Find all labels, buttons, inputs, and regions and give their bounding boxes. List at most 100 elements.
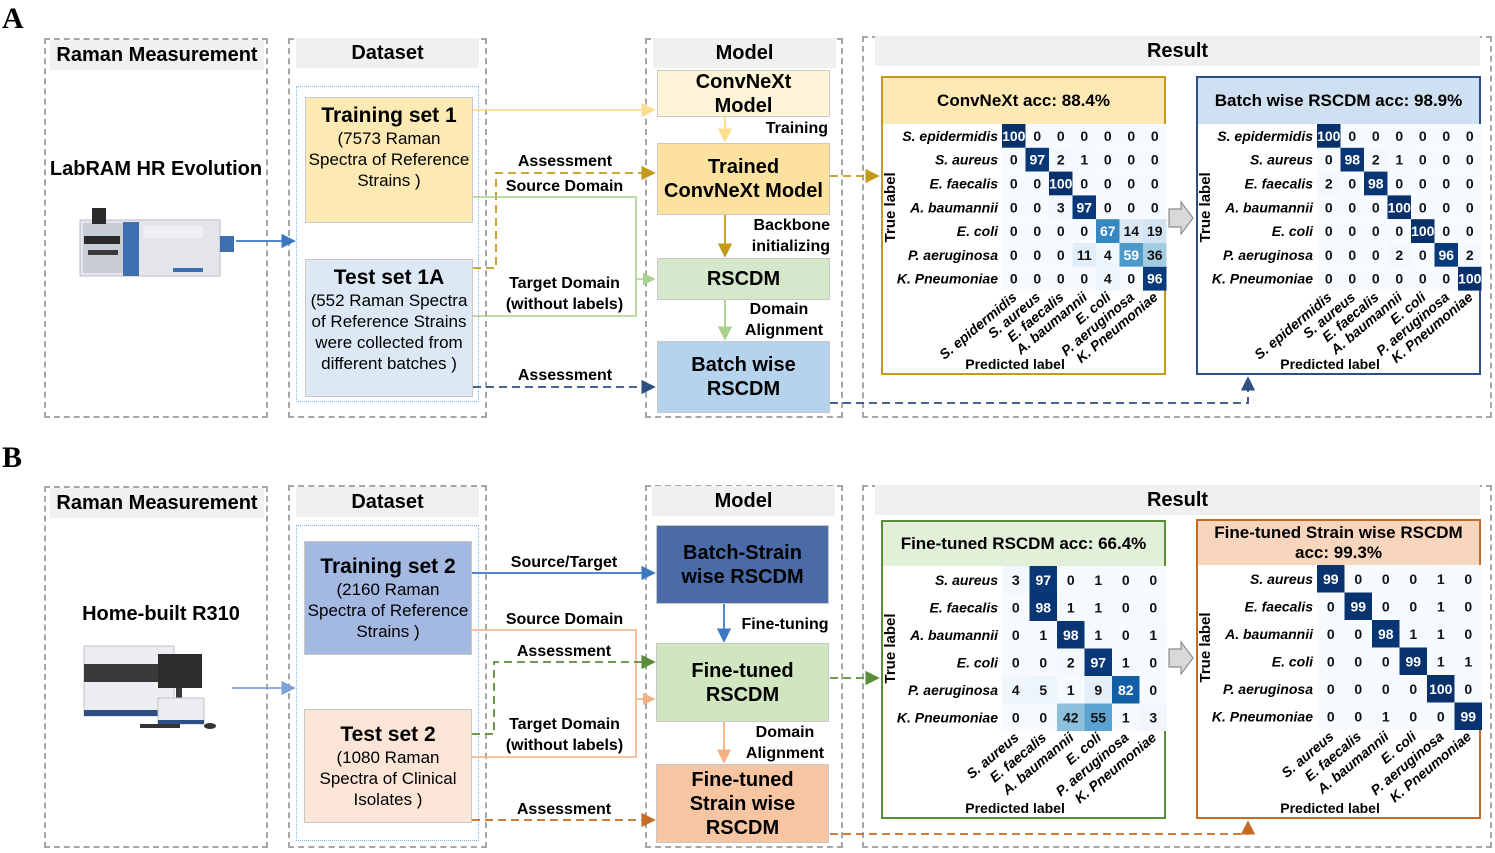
cm-cell-value: 0 [1409, 571, 1417, 587]
cm-cell [1049, 195, 1073, 220]
training-set-2-desc-line: Strains ) [356, 621, 420, 641]
cm-cell-value: 9 [1094, 682, 1102, 698]
cm-cell-value: 0 [1151, 176, 1159, 192]
cm-cell-value: 0 [1325, 247, 1333, 263]
test-set-2-box[interactable]: Test set 2 (1080 Raman Spectra of Clinic… [304, 709, 472, 823]
cm-cell-value: 0 [1039, 709, 1047, 725]
cm-cell-value: 0 [1354, 626, 1362, 642]
training-set-2-box[interactable]: Training set 2 (2160 Raman Spectra of Re… [304, 541, 472, 655]
cm-cell [1364, 124, 1388, 148]
cm-cell-value: 0 [1325, 223, 1333, 239]
cm-cell [1434, 266, 1458, 291]
training-set-2-desc-line: (2160 Raman [336, 579, 440, 599]
box-line: Batch wise [691, 354, 796, 376]
target-domain-label-a-1: Target Domain [509, 275, 620, 292]
cm-row-label: E. faecalis [1245, 176, 1314, 192]
instrument-name-a: LabRAM HR Evolution [49, 158, 263, 180]
cm-cell [1084, 566, 1112, 594]
cm-cell [1143, 219, 1167, 243]
cm-cell [1072, 243, 1096, 267]
cm-cell [1458, 147, 1482, 172]
cm-cell [1387, 195, 1411, 220]
cm-cell [1084, 703, 1112, 731]
convnext-model-box[interactable]: ConvNeXt Model [657, 70, 830, 117]
model-header-b: Model [652, 486, 835, 516]
cm-row-label: S. aureus [935, 152, 998, 168]
cm-cell-value: 0 [1395, 176, 1403, 192]
box-line: Strain wise [689, 792, 796, 815]
cm-cell-value: 1 [1122, 709, 1130, 725]
cm-cell-value: 0 [1033, 199, 1041, 215]
cm-cell-value: 3 [1012, 572, 1020, 588]
fine-tuned-rscdm-box[interactable]: Fine-tuned RSCDM [656, 643, 829, 722]
cm-cell [1139, 703, 1167, 731]
cm-xlabel: Predicted label [1280, 800, 1380, 816]
dataset-header-a: Dataset [296, 38, 479, 68]
source-domain-label-b: Source Domain [505, 611, 624, 628]
cm-cell-value: 2 [1057, 152, 1065, 168]
cm-cell [1049, 147, 1073, 172]
cm-cell-value: 0 [1039, 654, 1047, 670]
cm-cell-value: 0 [1127, 152, 1135, 168]
cm-cell [1458, 219, 1482, 243]
cm-cell [1434, 219, 1458, 243]
cm-cell [1387, 219, 1411, 243]
raman-measurement-frame-b [44, 486, 268, 848]
cm-cell [1372, 675, 1400, 703]
labram-instrument-image [79, 208, 234, 277]
cm-cell [1112, 703, 1140, 731]
cm-cell-value: 0 [1122, 572, 1130, 588]
cm-row-label: S. aureus [1250, 152, 1313, 168]
trained-convnext-model-box[interactable]: Trained ConvNeXt Model [657, 143, 830, 215]
cm-cell-value: 96 [1147, 271, 1163, 287]
box-line: wise RSCDM [681, 565, 804, 588]
cm-cell [1072, 219, 1096, 243]
cm-cell [1002, 171, 1026, 196]
cm-cell-value: 0 [1127, 176, 1135, 192]
source-target-label-b: Source/Target [510, 554, 618, 571]
cm-cell-value: 0 [1395, 223, 1403, 239]
cm-cell-value: 4 [1104, 247, 1112, 263]
cm-cell [1317, 171, 1341, 196]
cm-cell [1002, 648, 1030, 676]
cm-cell-value: 0 [1151, 152, 1159, 168]
cm-cell [1364, 147, 1388, 172]
cm-cell [1049, 266, 1073, 291]
cm-cell-value: 0 [1442, 128, 1450, 144]
training-set-1-box[interactable]: Training set 1 (7573 Raman Spectra of Re… [305, 97, 473, 223]
cm-cell-value: 3 [1149, 709, 1157, 725]
alignment-step-label-1: Domain [749, 301, 809, 318]
cm-cell-value: 0 [1151, 128, 1159, 144]
rscdm-box-a[interactable]: RSCDM [657, 258, 830, 300]
fine-tuning-step-label: Fine-tuning [741, 616, 829, 633]
test-set-1a-box[interactable]: Test set 1A (552 Raman Spectra of Refere… [305, 259, 473, 397]
cm-row-label: S. aureus [935, 572, 998, 588]
cm-cell-value: 0 [1122, 627, 1130, 643]
cm-row-label: P. aeruginosa [1223, 681, 1313, 697]
box-line: RSCDM [705, 816, 780, 839]
cm-cell-value: 100 [1002, 128, 1026, 144]
cm-cell-value: 82 [1118, 682, 1134, 698]
cm-cell-value: 4 [1012, 682, 1020, 698]
batch-strain-wise-rscdm-box[interactable]: Batch-Strain wise RSCDM [656, 525, 829, 604]
cm-cell-value: 0 [1348, 199, 1356, 215]
fine-tuned-strain-wise-rscdm-box[interactable]: Fine-tuned Strain wise RSCDM [656, 764, 829, 843]
cm-cell-value: 0 [1419, 128, 1427, 144]
cm-cell-value: 99 [1323, 571, 1339, 587]
cm-cell [1025, 147, 1049, 172]
batch-wise-rscdm-box[interactable]: Batch wise RSCDM [657, 341, 830, 413]
cm-cell [1344, 565, 1372, 593]
cm-cell-value: 1 [1437, 598, 1445, 614]
cm-cell-value: 0 [1057, 128, 1065, 144]
cm-cell-value: 67 [1100, 223, 1116, 239]
cm-cell-value: 0 [1348, 128, 1356, 144]
cm-cell [1317, 592, 1345, 620]
cm-cell-value: 0 [1127, 128, 1135, 144]
cm-cell [1025, 124, 1049, 148]
test-set-2-desc-line: Spectra of Clinical [319, 768, 457, 788]
cm-row-label: E. coli [1272, 223, 1314, 239]
cm-cell [1096, 147, 1120, 172]
cm-row-label: S. epidermidis [902, 128, 998, 144]
cm-cell-value: 96 [1438, 247, 1454, 263]
cm-cell-value: 0 [1033, 176, 1041, 192]
